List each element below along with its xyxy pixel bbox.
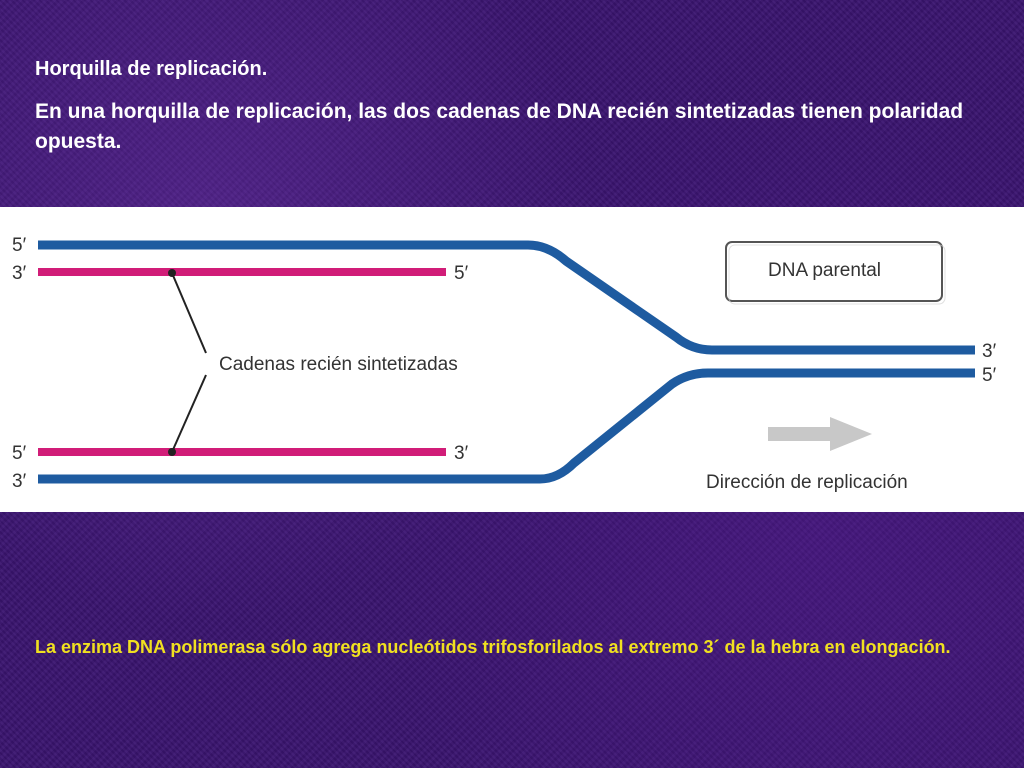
label-top-new-right-end: 5′ bbox=[454, 263, 469, 284]
label-bottom-new-left-end: 5′ bbox=[12, 443, 27, 464]
replication-fork-diagram: 5′ 3′ 5′ 3′ 5′ 3′ 3′ 5′ Cadenas recién s… bbox=[0, 207, 1024, 512]
replication-direction-arrow bbox=[768, 417, 872, 451]
slide-subtitle: En una horquilla de replicación, las dos… bbox=[35, 100, 964, 153]
pointer-dot-bottom bbox=[168, 448, 176, 456]
pointer-line-top bbox=[171, 272, 207, 354]
label-replication-direction: Dirección de replicación bbox=[706, 472, 908, 493]
slide-title: Horquilla de replicación. bbox=[35, 58, 268, 80]
parental-dna-box bbox=[725, 241, 943, 302]
parental-strand-bottom bbox=[38, 368, 975, 484]
label-bottom-parental-left-end: 3′ bbox=[12, 471, 27, 492]
label-top-parental-left-end: 5′ bbox=[12, 235, 27, 256]
label-right-lower-end: 5′ bbox=[982, 365, 997, 386]
label-parental-dna: DNA parental bbox=[768, 260, 881, 281]
pointer-line-bottom bbox=[171, 374, 207, 453]
label-top-new-left-end: 3′ bbox=[12, 263, 27, 284]
label-new-strands: Cadenas recién sintetizadas bbox=[219, 354, 458, 375]
diagram-canvas: 5′ 3′ 5′ 3′ 5′ 3′ 3′ 5′ Cadenas recién s… bbox=[12, 235, 997, 493]
label-bottom-new-right-end: 3′ bbox=[454, 443, 469, 464]
parental-strand-top bbox=[38, 240, 975, 355]
pointer-dot-top bbox=[168, 269, 176, 277]
slide-caption: La enzima DNA polimerasa sólo agrega nuc… bbox=[35, 637, 951, 657]
label-right-upper-end: 3′ bbox=[982, 341, 997, 362]
